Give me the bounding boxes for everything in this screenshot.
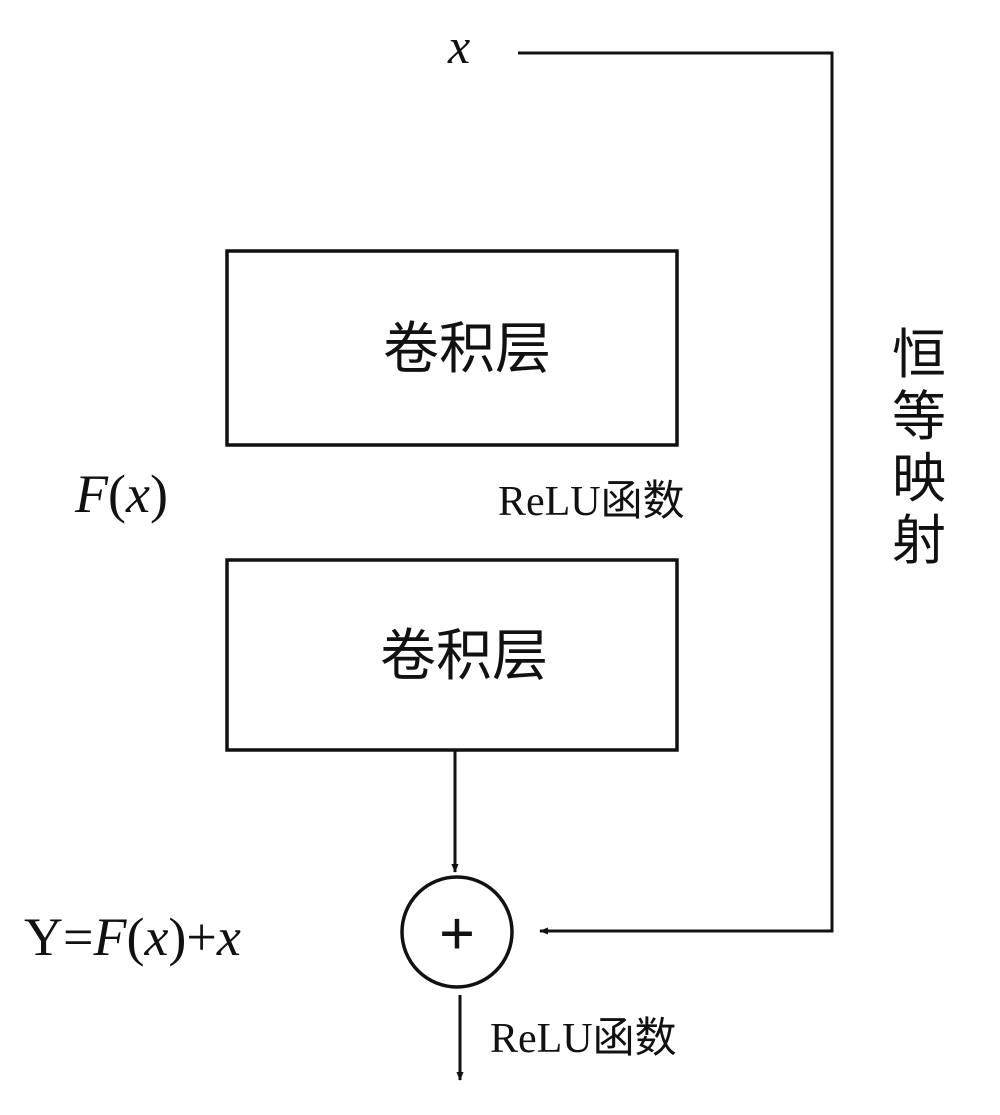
plus-icon: + <box>439 898 475 969</box>
identity-mapping-char-3: 映 <box>892 447 946 510</box>
relu-label-output: ReLU函数 <box>490 1016 677 1062</box>
output-equation: Y=F(x)+x <box>24 907 241 967</box>
conv-layer-label-1: 卷积层 <box>383 317 551 382</box>
identity-mapping-char-4: 射 <box>892 509 946 572</box>
function-fx-label: F(x) <box>74 464 168 524</box>
identity-shortcut-line <box>518 51 834 935</box>
conv-layer-box-1 <box>225 249 679 447</box>
identity-mapping-char-1: 恒 <box>892 323 946 386</box>
input-x-label: x <box>447 18 470 74</box>
identity-mapping-char-2: 等 <box>892 385 946 448</box>
addition-node-circle <box>400 875 514 989</box>
identity-mapping-label: 恒 等 映 射 <box>892 323 946 572</box>
conv-layer-box-2 <box>225 558 679 752</box>
conv-layer-label-2: 卷积层 <box>380 624 548 689</box>
relu-label-middle: ReLU函数 <box>498 479 685 525</box>
